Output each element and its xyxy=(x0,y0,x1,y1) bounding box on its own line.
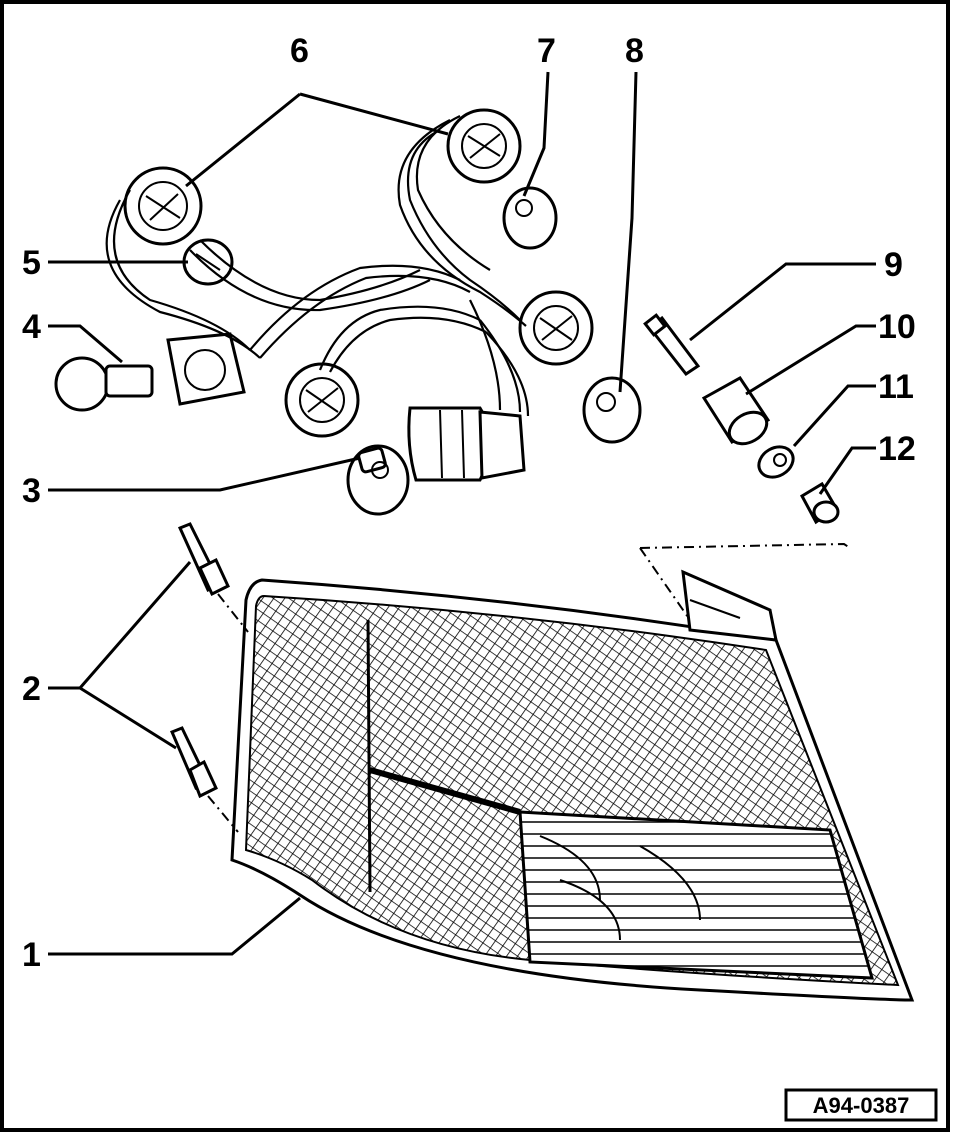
harness-connector xyxy=(407,406,526,482)
callout-6: 6 xyxy=(290,32,309,70)
leader-7 xyxy=(522,71,550,197)
leader-4 xyxy=(48,324,123,364)
socket-right xyxy=(518,290,642,444)
screw-lower xyxy=(170,726,218,799)
callout-labels: 1 2 3 4 5 6 7 8 9 10 11 12 xyxy=(22,32,916,974)
callout-12: 12 xyxy=(878,430,916,468)
socket-center xyxy=(284,362,360,438)
leader-9 xyxy=(689,262,876,342)
washer-11 xyxy=(757,445,795,479)
fastener-stack xyxy=(639,313,851,621)
leader-3 xyxy=(48,456,361,492)
callout-1: 1 xyxy=(22,936,41,974)
spacer-10 xyxy=(701,376,771,446)
reference-box: A94-0387 xyxy=(784,1088,938,1122)
tail-light-housing xyxy=(230,569,915,1002)
callout-8: 8 xyxy=(625,32,644,70)
wiring-harness xyxy=(105,115,530,417)
callout-2: 2 xyxy=(22,670,41,708)
callout-10: 10 xyxy=(878,308,916,346)
reference-number: A94-0387 xyxy=(813,1093,910,1118)
callout-11: 11 xyxy=(878,368,914,406)
callout-5: 5 xyxy=(22,244,41,282)
leader-6 xyxy=(185,92,449,188)
leader-10 xyxy=(745,324,876,396)
leader-1 xyxy=(48,896,301,956)
callout-9: 9 xyxy=(884,246,903,284)
leader-8 xyxy=(618,71,638,393)
leader-11 xyxy=(792,384,876,448)
leader-lines xyxy=(48,71,876,956)
socket-upper-left xyxy=(123,166,234,286)
leader-12 xyxy=(818,446,876,495)
callout-4: 4 xyxy=(22,308,41,346)
screw-upper xyxy=(177,522,230,597)
callout-7: 7 xyxy=(537,32,556,70)
bulb-4 xyxy=(54,332,246,412)
leader-2 xyxy=(48,561,192,750)
screws xyxy=(170,522,249,833)
socket-upper-right xyxy=(446,108,558,250)
bulb-3 xyxy=(346,444,410,516)
callout-3: 3 xyxy=(22,472,41,510)
nut-12 xyxy=(800,481,840,525)
bolt-9 xyxy=(643,313,701,377)
